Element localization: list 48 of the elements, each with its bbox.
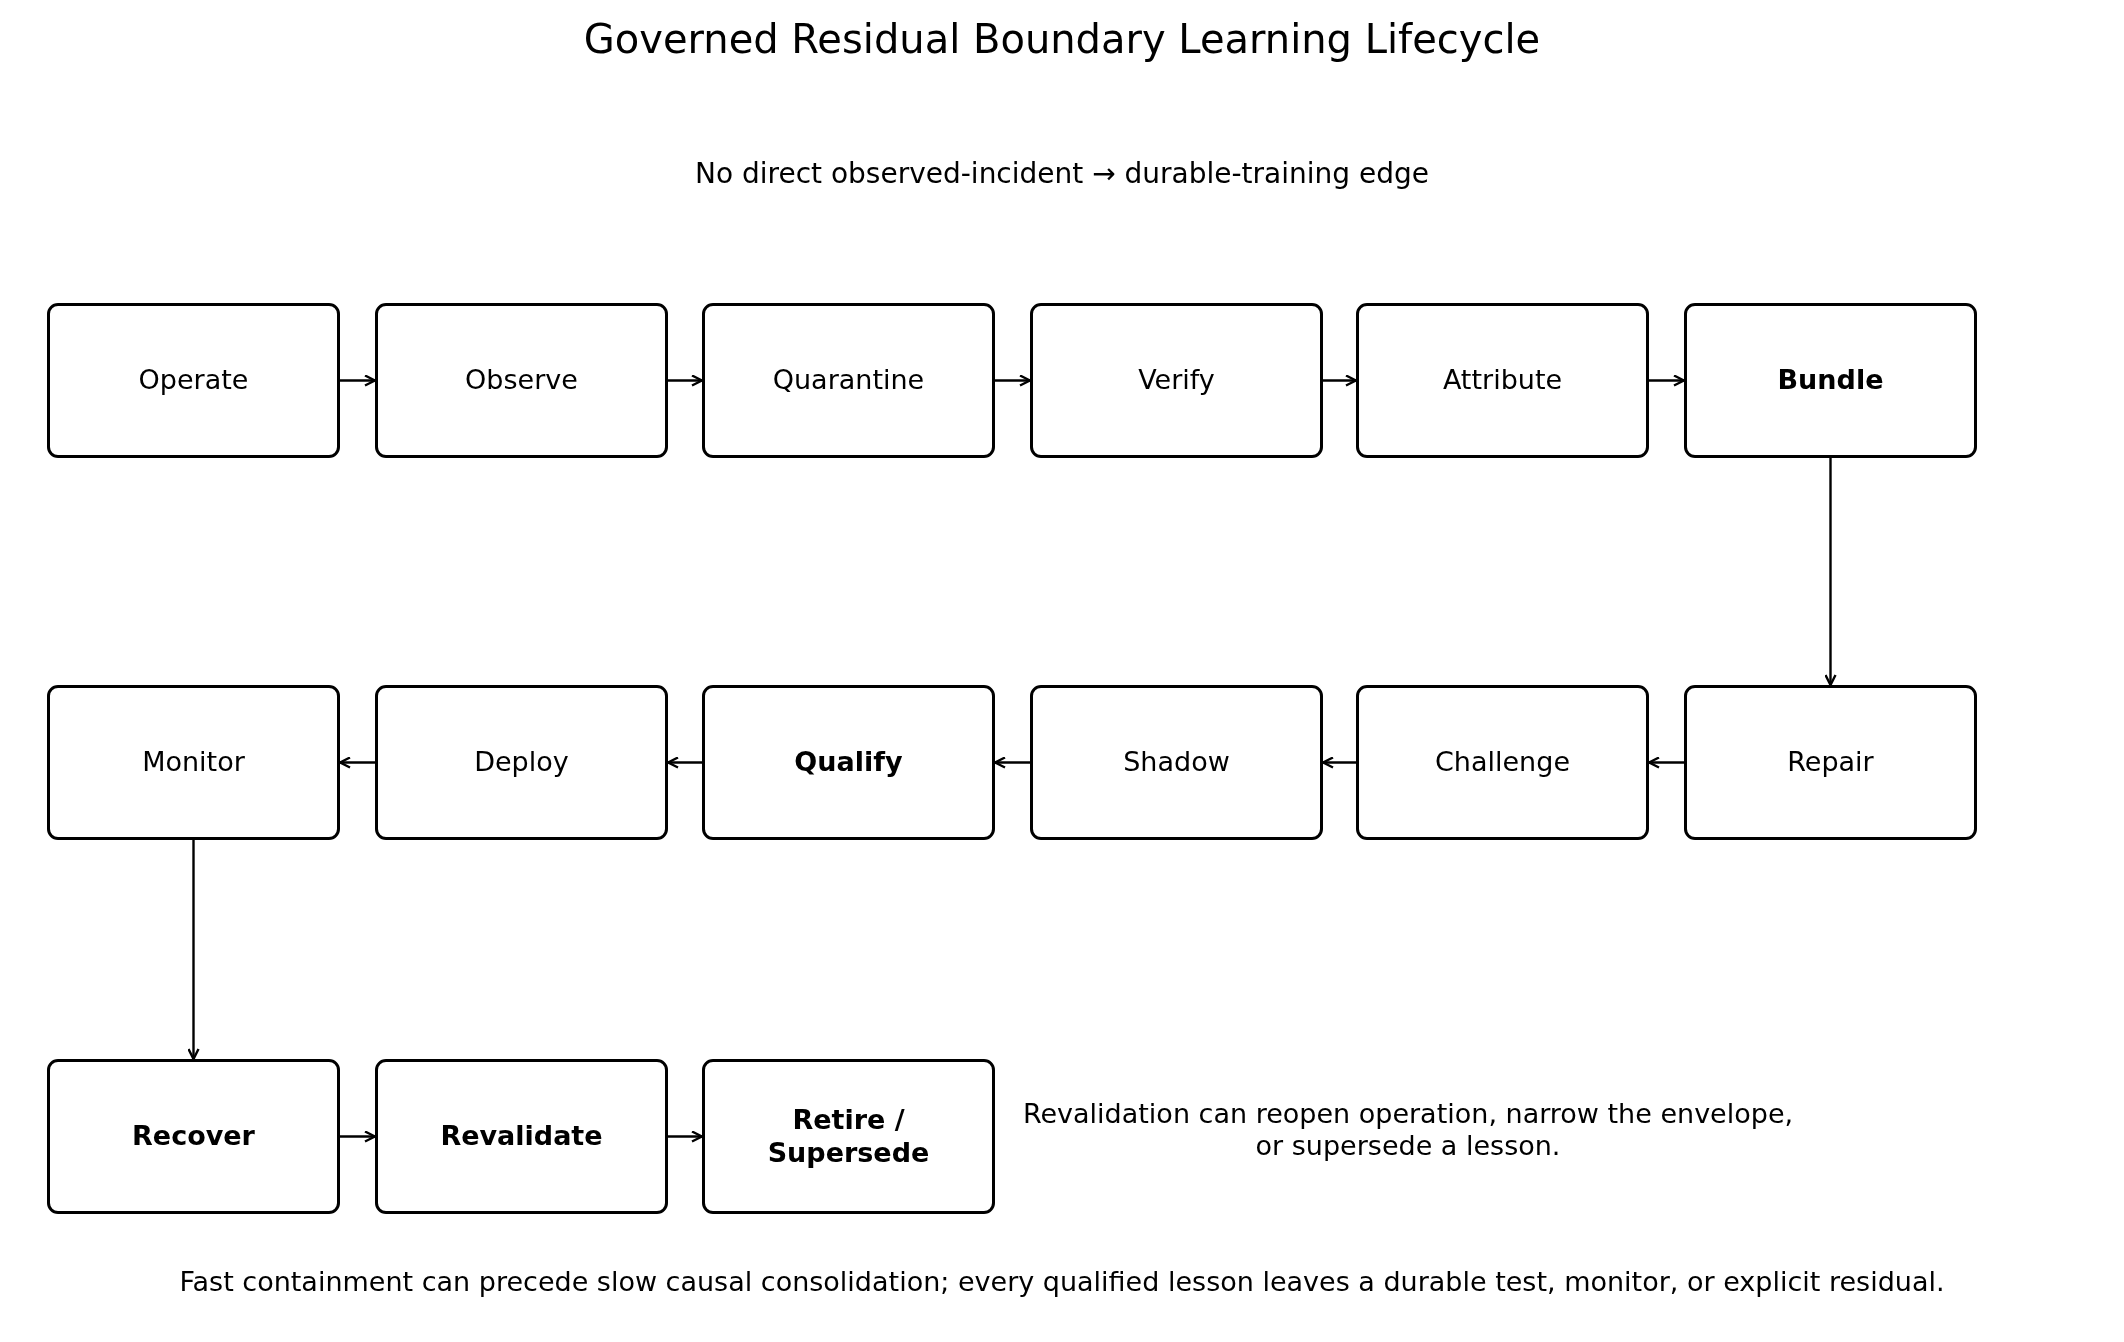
arrow <box>187 840 200 1061</box>
process-box <box>47 303 340 458</box>
step-label: Repair <box>1787 746 1874 779</box>
process-box <box>1356 303 1649 458</box>
step-label: Deploy <box>474 746 569 779</box>
step-label: Shadow <box>1123 746 1230 779</box>
arrow <box>668 1130 704 1143</box>
caption: Fast containment can precede slow causal consolidation; every qualified lesson leaves a durable test, monitor, or explicit residual. <box>179 1266 1945 1297</box>
subtitle: No direct observed-incident → durable-training edge <box>695 157 1429 191</box>
arrow <box>1649 374 1686 387</box>
step-label: Qualify <box>794 746 903 779</box>
arrow <box>1824 458 1837 687</box>
arrow <box>668 374 704 387</box>
process-box <box>1356 685 1649 840</box>
process-box <box>47 685 340 840</box>
arrow <box>340 1130 377 1143</box>
step-label: Recover <box>132 1120 255 1153</box>
step-label: Bundle <box>1777 364 1884 397</box>
arrow <box>993 756 1030 769</box>
arrow <box>666 756 702 769</box>
step-label: Operate <box>138 364 249 397</box>
process-box <box>375 1059 668 1214</box>
note-text: Revalidation can reopen operation, narrow the envelope, or supersede a lesson. <box>1021 1098 1795 1163</box>
process-box <box>1684 685 1977 840</box>
process-box <box>1030 685 1323 840</box>
step-label: Attribute <box>1442 364 1563 397</box>
process-box <box>375 685 668 840</box>
process-box <box>702 1059 995 1214</box>
process-box <box>702 685 995 840</box>
arrow <box>1321 756 1356 769</box>
process-box <box>1030 303 1323 458</box>
arrow <box>1647 756 1684 769</box>
step-label: Quarantine <box>772 364 925 397</box>
step-label: Verify <box>1138 364 1215 397</box>
arrow <box>1323 374 1358 387</box>
step-label: Retire / Supersede <box>766 1104 931 1169</box>
step-label: Observe <box>465 364 578 397</box>
process-box <box>702 303 995 458</box>
title: Governed Residual Boundary Learning Lifecycle <box>583 16 1541 62</box>
arrow <box>995 374 1032 387</box>
process-box <box>47 1059 340 1214</box>
arrow <box>338 756 375 769</box>
process-box <box>1684 303 1977 458</box>
step-label: Revalidate <box>440 1120 603 1153</box>
arrow <box>340 374 377 387</box>
step-label: Monitor <box>142 746 245 779</box>
step-label: Challenge <box>1435 746 1570 779</box>
process-box <box>375 303 668 458</box>
